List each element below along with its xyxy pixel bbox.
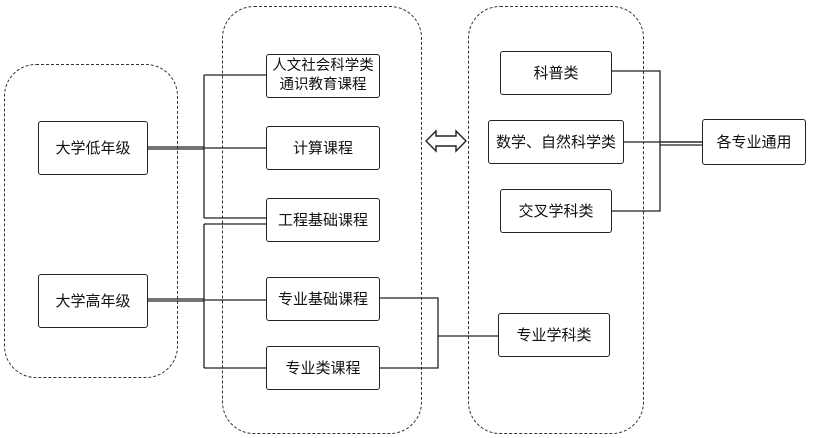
node-popular-science: 科普类 <box>500 51 612 95</box>
node-computing-courses: 计算课程 <box>266 126 380 170</box>
node-major-discipline: 专业学科类 <box>498 313 610 357</box>
group-course-modules <box>222 6 422 434</box>
node-engineering-basic-courses: 工程基础课程 <box>266 198 380 242</box>
node-humanities-general-education: 人文社会科学类 通识教育课程 <box>266 54 380 98</box>
node-high-grade: 大学高年级 <box>38 274 148 328</box>
connector-major-discipline <box>380 297 498 337</box>
node-cross-discipline: 交叉学科类 <box>500 189 612 233</box>
node-math-natural-science: 数学、自然科学类 <box>488 120 624 164</box>
connector-general-bus <box>612 70 661 142</box>
group-student-stage <box>4 64 178 378</box>
node-general-all-majors: 各专业通用 <box>702 119 806 165</box>
node-low-grade: 大学低年级 <box>38 121 148 175</box>
group-discipline-categories <box>468 6 644 434</box>
node-major-courses: 专业类课程 <box>266 346 380 390</box>
double-headed-arrow-icon <box>425 129 467 153</box>
node-major-basic-courses: 专业基础课程 <box>266 277 380 321</box>
